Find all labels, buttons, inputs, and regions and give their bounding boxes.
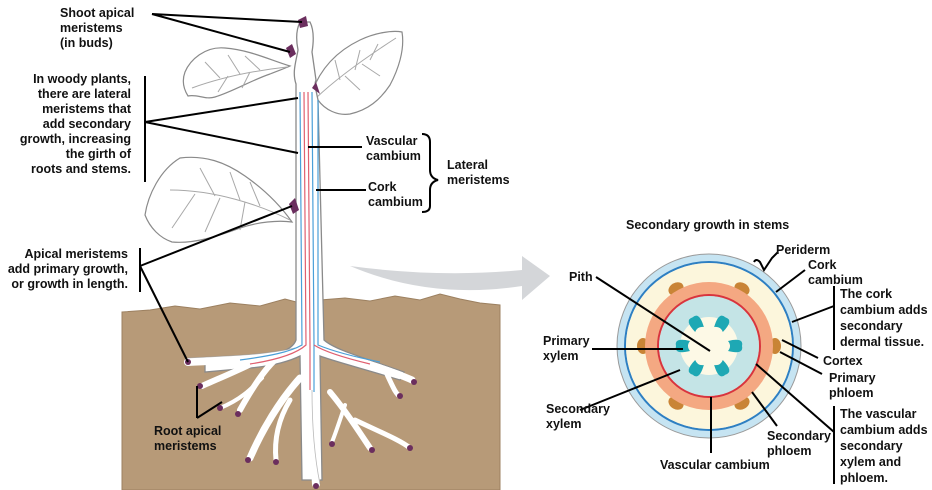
root-tips: [185, 359, 417, 489]
label-cortex: Cortex: [823, 354, 863, 368]
root-branch: [352, 417, 413, 451]
label-cork-cambium: Cork cambium: [368, 180, 423, 209]
vascular-cambium-ring: [657, 294, 761, 398]
bud-icon: [286, 44, 296, 58]
curly-brace: [421, 133, 439, 213]
primary-xylem-bundle: [714, 359, 730, 377]
leader-line: [144, 97, 299, 123]
bud-icon: [312, 82, 320, 94]
primary-xylem-bundle: [714, 315, 730, 333]
stem-vascular-lines: [239, 91, 381, 392]
buds: [286, 16, 320, 214]
transition-arrow: [350, 256, 550, 300]
label-vascular-cambium-xs: Vascular cambium: [660, 458, 770, 472]
root-branch: [218, 376, 264, 410]
stem-cross-section: [616, 253, 802, 439]
root-tip-icon: [197, 383, 203, 389]
root-tip-icon: [407, 445, 413, 451]
primary-xylem-group: [675, 315, 743, 377]
label-cork-cambium-note: The cork cambium adds secondary dermal t…: [840, 287, 928, 349]
leaf-upper-right: [311, 30, 404, 115]
root-tip-icon: [369, 447, 375, 453]
leader-line: [751, 391, 778, 427]
root-tip-icon: [245, 457, 251, 463]
root-tip-icon: [217, 405, 223, 411]
vascular-cambium-line: [249, 91, 307, 365]
label-lateral-meristems: Lateral meristems: [447, 158, 510, 187]
root-branch: [184, 348, 299, 366]
root-branch: [327, 389, 373, 451]
label-periderm: Periderm: [776, 243, 831, 257]
root-branch: [246, 374, 304, 462]
leader-line: [144, 121, 299, 154]
root-branch: [273, 397, 293, 463]
plant-leader-lines: [139, 13, 439, 419]
vascular-cambium-line: [307, 91, 311, 390]
root-branch: [199, 359, 258, 389]
label-primary-phloem: Primary phloem: [829, 371, 876, 400]
label-secondary-phloem: Secondary phloem: [767, 429, 831, 458]
root-branch: [330, 403, 347, 444]
bud-icon: [289, 198, 299, 214]
outer-edge: [616, 253, 802, 439]
cross-section-title: Secondary growth in stems: [626, 218, 790, 232]
root-tip-icon: [235, 411, 241, 417]
pith: [680, 317, 738, 375]
label-secondary-xylem: Secondary xylem: [546, 402, 610, 431]
cross-section-leader-lines: [579, 251, 835, 484]
label-cork-cambium-xs: Cork cambium: [808, 258, 863, 287]
root-tip-icon: [397, 393, 403, 399]
leader-line: [755, 363, 835, 433]
label-pith: Pith: [569, 270, 593, 284]
label-lateral-meristems-note: In woody plants, there are lateral meris…: [19, 72, 131, 176]
root-tip-icon: [313, 483, 319, 489]
leader-line: [781, 339, 819, 359]
primary-xylem-bundle: [688, 315, 704, 333]
leaf-upper-left: [182, 47, 292, 99]
primary-xylem-bundle: [728, 339, 743, 353]
leader-line: [151, 13, 303, 23]
primary-xylem-bundle: [675, 339, 690, 353]
label-vascular-cambium: Vascular cambium: [366, 134, 421, 163]
leader-line: [779, 351, 823, 375]
primary-xylem-bundle: [688, 359, 704, 377]
root-outlines: [187, 347, 321, 485]
leaf-veins: [169, 37, 397, 233]
leader-line: [775, 269, 806, 293]
vascular-cambium-line: [313, 344, 371, 365]
leader-line: [139, 265, 189, 363]
root-tip-icon: [411, 379, 417, 385]
label-primary-xylem: Primary xylem: [543, 334, 590, 363]
leader-line: [579, 369, 681, 411]
cork-cambium-line: [239, 91, 303, 361]
leader-line: [151, 13, 291, 53]
label-vascular-cambium-note: The vascular cambium adds secondary xyle…: [840, 407, 928, 485]
label-apical-meristems-note: Apical meristems add primary growth, or …: [7, 247, 128, 291]
leader-line: [196, 401, 223, 419]
bud-icon: [298, 16, 308, 28]
label-shoot-apical-meristems: Shoot apical meristems (in buds): [60, 6, 135, 50]
leader-line: [139, 205, 293, 267]
cork-cambium-line: [317, 100, 381, 363]
leader-line: [791, 305, 835, 323]
periderm-bracket: [753, 251, 779, 272]
label-root-apical-meristems: Root apical meristems: [154, 424, 222, 453]
root-tip-icon: [329, 441, 335, 447]
leader-line: [595, 276, 711, 352]
root-tip-icon: [273, 459, 279, 465]
leaf-lower-left: [144, 156, 294, 243]
